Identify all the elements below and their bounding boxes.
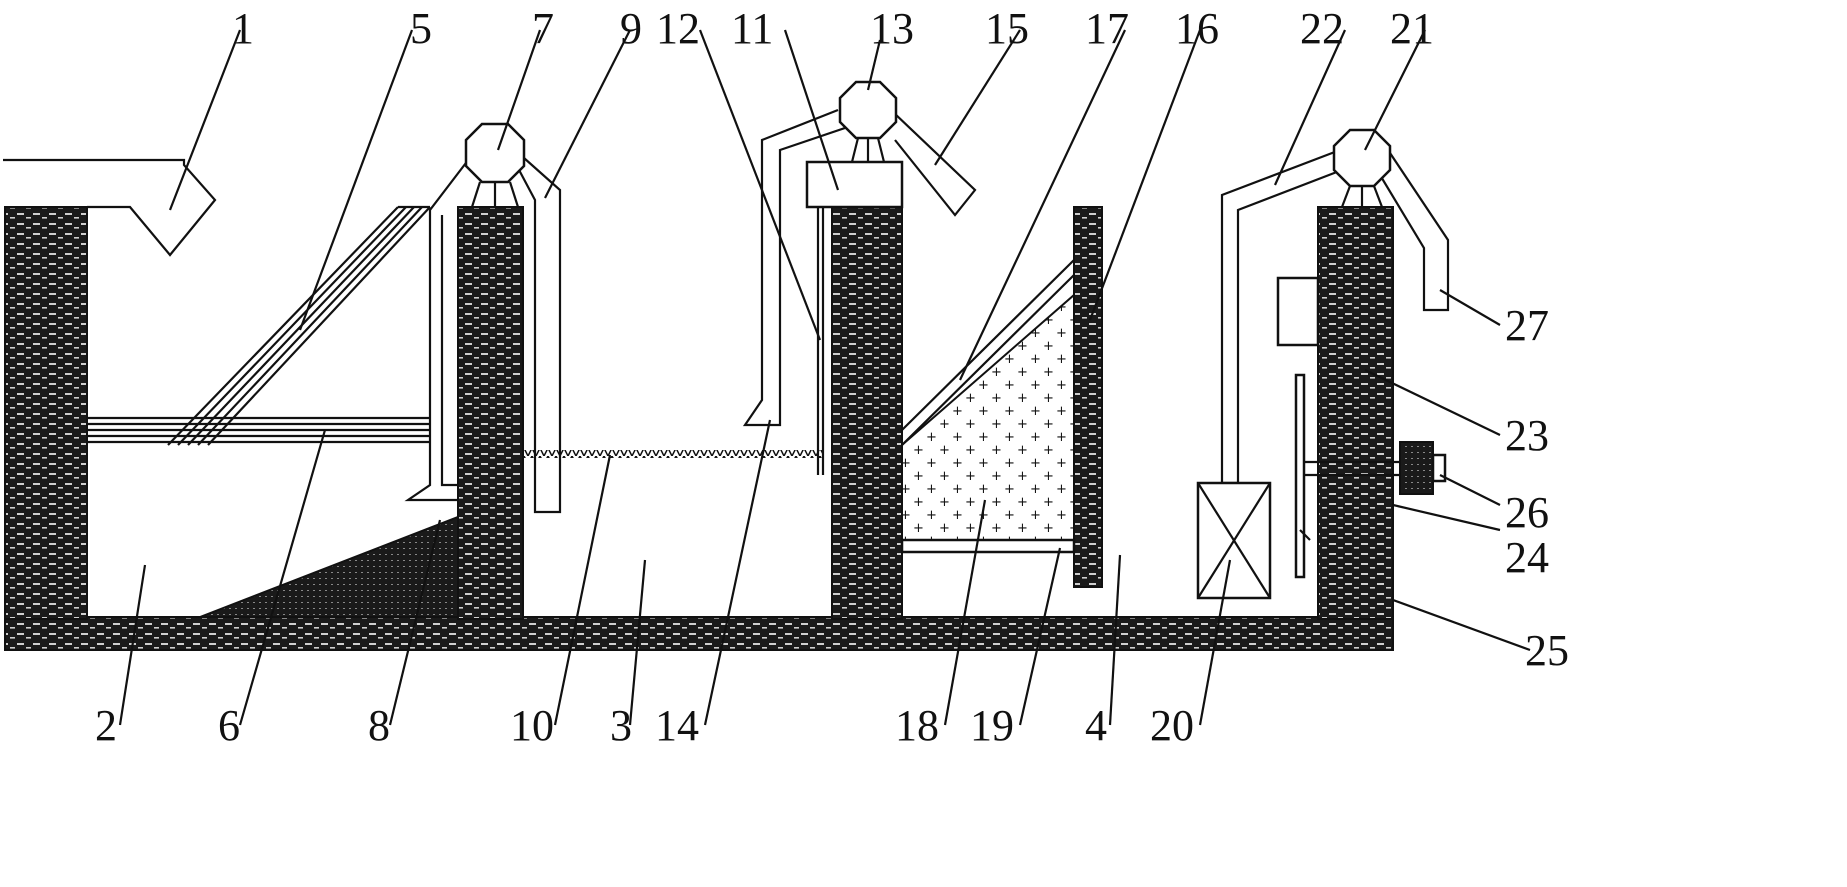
label-2: 2 <box>95 701 117 750</box>
sediment-wedge <box>199 515 459 618</box>
pump-21 <box>1332 128 1392 208</box>
label-23: 23 <box>1505 411 1549 460</box>
label-8: 8 <box>368 701 390 750</box>
label-3: 3 <box>610 701 632 750</box>
label-11: 11 <box>731 4 773 53</box>
wall-2 <box>457 206 524 620</box>
label-14: 14 <box>655 701 699 750</box>
label-26: 26 <box>1505 488 1549 537</box>
label-22: 22 <box>1300 4 1344 53</box>
label-19: 19 <box>970 701 1014 750</box>
wall-3 <box>831 206 903 620</box>
label-17: 17 <box>1085 4 1129 53</box>
inlet-pipe <box>3 158 217 257</box>
pipe-27 <box>1379 149 1450 312</box>
pipe-14 <box>742 108 846 427</box>
right-wall <box>1317 206 1394 620</box>
inclined-plates <box>167 205 431 446</box>
leader-lines <box>118 29 1531 726</box>
pump-13 <box>838 80 898 163</box>
support-19 <box>900 538 1076 554</box>
label-12: 12 <box>656 4 700 53</box>
label-27: 27 <box>1505 301 1549 350</box>
label-7: 7 <box>532 4 554 53</box>
label-20: 20 <box>1150 701 1194 750</box>
pipe-15 <box>892 111 977 217</box>
label-9: 9 <box>620 4 642 53</box>
label-18: 18 <box>895 701 939 750</box>
label-16: 16 <box>1175 4 1219 53</box>
label-24: 24 <box>1505 533 1549 582</box>
label-15: 15 <box>985 4 1029 53</box>
label-1: 1 <box>232 4 254 53</box>
label-6: 6 <box>218 701 240 750</box>
motor-26 <box>1399 441 1434 495</box>
left-wall <box>4 206 88 620</box>
pump-7 <box>464 122 526 208</box>
wall-4 <box>1073 206 1103 588</box>
label-5: 5 <box>410 4 432 53</box>
inclined-cover-17 <box>901 259 1075 431</box>
horizontal-support <box>87 416 430 444</box>
label-4: 4 <box>1085 701 1107 750</box>
label-25: 25 <box>1525 626 1569 675</box>
box-23 <box>1276 276 1320 347</box>
label-10: 10 <box>510 701 554 750</box>
vertical-blade-24 <box>1294 373 1306 579</box>
device-11 <box>805 160 904 209</box>
filter-media-18 <box>901 292 1075 541</box>
base-slab <box>4 616 1394 651</box>
label-13: 13 <box>870 4 914 53</box>
label-21: 21 <box>1390 4 1434 53</box>
sawtooth-weir <box>523 450 823 458</box>
